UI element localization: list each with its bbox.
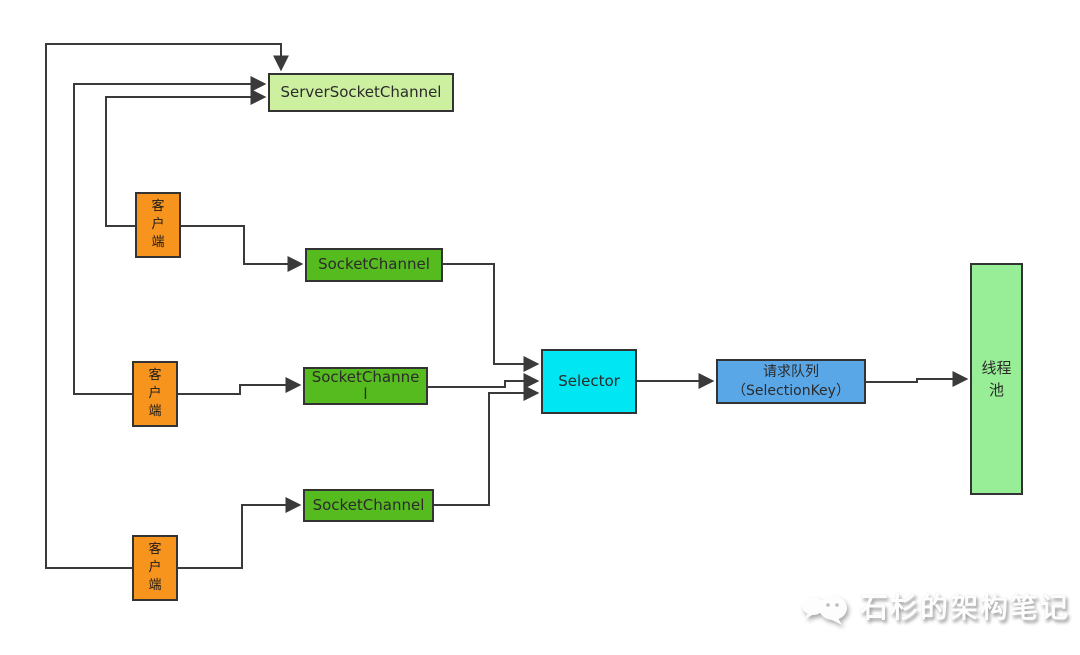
- connector-socketchannel3-to-selector: [434, 385, 540, 506]
- client-1-label: 客户端: [151, 199, 165, 250]
- socket-channel-node-3[interactable]: SocketChannel: [303, 489, 434, 522]
- client-node-1[interactable]: 客户端: [135, 192, 181, 258]
- client-2-label: 客户端: [148, 368, 162, 419]
- selector-node[interactable]: Selector: [541, 349, 637, 414]
- connector-socketchannel1-to-selector: [443, 263, 540, 372]
- watermark: 石杉的架构笔记: [800, 584, 1070, 628]
- request-queue-node[interactable]: 请求队列 （SelectionKey）: [716, 359, 866, 404]
- connector-client3-to-serversocketchannel: [45, 43, 289, 569]
- connector-client1-to-socketchannel1: [181, 225, 304, 272]
- client-node-2[interactable]: 客户端: [132, 361, 178, 427]
- thread-pool-node[interactable]: 线程池: [970, 263, 1023, 495]
- connector-client2-to-socketchannel2: [178, 377, 302, 395]
- socket-channel-2-label-line2: l: [363, 385, 368, 403]
- connector-request-queue-to-thread-pool: [866, 371, 969, 387]
- connector-client1-to-serversocketchannel: [105, 89, 267, 227]
- server-socket-channel-label: ServerSocketChannel: [280, 82, 442, 101]
- socket-channel-node-1[interactable]: SocketChannel: [305, 248, 443, 282]
- request-queue-label-line1: 请求队列: [763, 363, 819, 380]
- selector-label: Selector: [558, 371, 620, 390]
- connector-client3-to-socketchannel3: [178, 497, 302, 569]
- socket-channel-3-label: SocketChannel: [312, 495, 425, 514]
- client-node-3[interactable]: 客户端: [132, 535, 178, 601]
- client-3-label: 客户端: [148, 542, 162, 593]
- thread-pool-label: 线程池: [981, 359, 1012, 399]
- connector-socketchannel2-to-selector: [428, 373, 540, 389]
- server-socket-channel-node[interactable]: ServerSocketChannel: [268, 73, 454, 112]
- wechat-chat-bubbles-icon: [802, 596, 847, 625]
- socket-channel-2-label-line1: SocketChanne: [311, 368, 420, 386]
- request-queue-label-line2: （SelectionKey）: [732, 382, 850, 399]
- socket-channel-1-label: SocketChannel: [318, 255, 430, 274]
- socket-channel-node-2[interactable]: SocketChanne l: [303, 367, 428, 405]
- watermark-text: 石杉的架构笔记: [860, 591, 1071, 624]
